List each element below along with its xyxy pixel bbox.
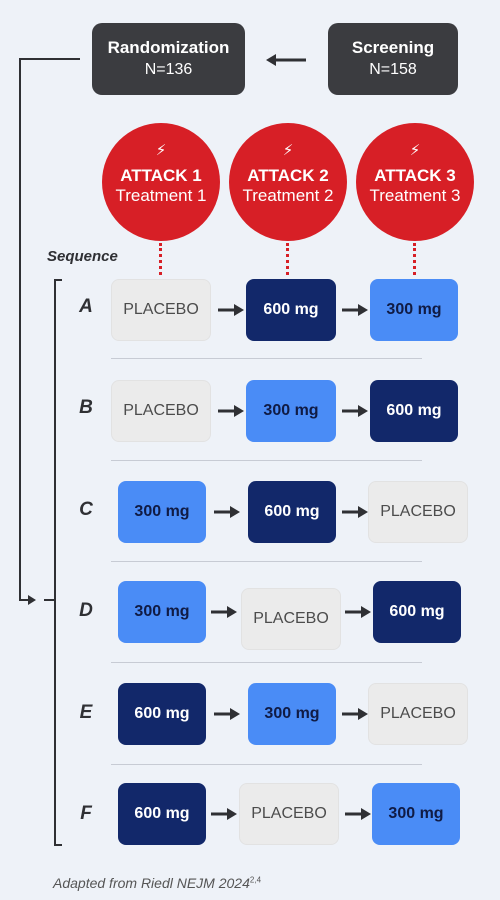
source-citation: Adapted from Riedl NEJM 20242,4 [53,875,261,891]
randomization-title: Randomization [107,38,230,57]
sequence-label: Sequence [47,248,118,265]
treatment-300mg: 300 mg [118,581,206,643]
screening-box: Screening N=158 [328,23,458,95]
arrow-icon [214,506,240,518]
treatment-placebo: PLACEBO [368,683,468,745]
row-divider [111,764,422,765]
attack-title: ATTACK 2 [247,166,329,185]
screening-count: N=158 [369,61,417,78]
arrow-icon [218,304,244,316]
attack-subtitle: Treatment 1 [115,186,207,205]
row-divider [111,662,422,663]
treatment-600mg: 600 mg [118,783,206,845]
randomization-flow-connector [19,58,80,846]
sequence-letter-d: D [79,600,93,621]
treatment-300mg: 300 mg [118,481,206,543]
attack-1-dotted-line [159,243,162,275]
attack-2-dotted-line [286,243,289,275]
treatment-300mg: 300 mg [370,279,458,341]
row-divider [111,460,422,461]
randomization-count: N=136 [144,61,193,78]
arrow-icon [342,304,368,316]
arrow-icon [211,606,237,618]
arrow-icon [345,808,371,820]
attack-title: ATTACK 3 [374,166,456,185]
attack-2-circle: ⚡ ATTACK 2 Treatment 2 [229,123,347,241]
arrow-icon [218,405,244,417]
attack-title: ATTACK 1 [120,166,202,185]
row-divider [111,561,422,562]
sequence-letter-f: F [80,803,92,824]
attack-3-circle: ⚡ ATTACK 3 Treatment 3 [356,123,474,241]
treatment-placebo: PLACEBO [111,279,211,341]
citation-prefix: Adapted from Riedl [53,875,177,891]
arrow-icon [211,808,237,820]
sequence-letter-e: E [79,702,93,723]
lightning-icon: ⚡ [282,142,294,159]
sequence-letter-b: B [79,397,93,418]
treatment-placebo: PLACEBO [111,380,211,442]
sequence-letter-c: C [79,499,93,520]
screening-title: Screening [351,38,435,57]
row-divider [111,358,422,359]
treatment-600mg: 600 mg [248,481,336,543]
treatment-placebo: PLACEBO [241,588,341,650]
treatment-600mg: 600 mg [370,380,458,442]
arrow-icon [342,506,368,518]
arrow-icon [345,606,371,618]
arrow-icon [342,708,368,720]
treatment-placebo: PLACEBO [368,481,468,543]
attack-3-dotted-line [413,243,416,275]
treatment-600mg: 600 mg [118,683,206,745]
lightning-icon: ⚡ [155,142,167,159]
arrow-icon [214,708,240,720]
treatment-600mg: 600 mg [373,581,461,643]
treatment-300mg: 300 mg [246,380,336,442]
citation-journal: NEJM 2024 [176,875,250,891]
attack-subtitle: Treatment 2 [242,186,334,205]
screening-to-randomization-arrow [266,54,306,66]
attack-subtitle: Treatment 3 [369,186,461,205]
treatment-600mg: 600 mg [246,279,336,341]
treatment-300mg: 300 mg [248,683,336,745]
randomization-box: Randomization N=136 [92,23,245,95]
lightning-icon: ⚡ [409,142,421,159]
citation-refs: 2,4 [249,875,262,885]
treatment-placebo: PLACEBO [239,783,339,845]
sequence-letter-a: A [79,296,93,317]
arrow-icon [342,405,368,417]
treatment-300mg: 300 mg [372,783,460,845]
attack-1-circle: ⚡ ATTACK 1 Treatment 1 [102,123,220,241]
